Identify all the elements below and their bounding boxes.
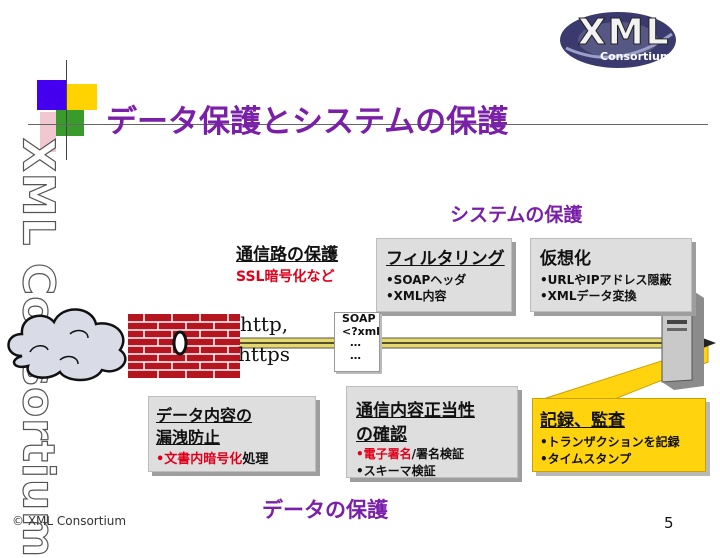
system-protection-label: システムの保護 [450, 204, 583, 226]
decor-square-yellow [67, 84, 97, 110]
leak-heading-line-2: 漏洩防止 [156, 428, 221, 447]
soap-line-2: <?xml [342, 325, 380, 338]
audit-line-1: •トランザクションを記録 [540, 435, 680, 449]
channel-protection-heading: 通信路の保護 [236, 245, 338, 265]
channel-protection-detail: SSL暗号化など [236, 269, 335, 285]
protocol-line-2: https [238, 342, 291, 366]
logo-main-text: XML [578, 12, 671, 54]
soap-line-3: … [350, 336, 361, 349]
decor-square-pink [40, 112, 56, 152]
integrity-line-1-rest: /署名検証 [411, 447, 465, 461]
audit-box [532, 398, 706, 472]
soap-document [334, 312, 380, 372]
decor-vertical-line [66, 60, 67, 160]
cloud-icon [7, 308, 127, 382]
integrity-line-2: •スキーマ検証 [356, 464, 436, 478]
protocol-line-1: http, [240, 312, 289, 336]
filtering-heading: フィルタリング [386, 249, 505, 269]
integrity-line-1: •電子署名/署名検証 [356, 446, 464, 462]
soap-line-4: … [350, 349, 361, 362]
firewall-icon [128, 314, 240, 378]
decor-square-purple [37, 80, 67, 110]
decor-horizontal-line [28, 124, 708, 125]
audit-line-2: •タイムスタンプ [540, 452, 632, 466]
decor-square-green [56, 110, 84, 136]
page-title: データ保護とシステムの保護 [106, 104, 509, 140]
soap-line-1: SOAP [342, 312, 376, 325]
integrity-line-1-red: •電子署名 [356, 447, 412, 461]
leak-prevention-box [148, 396, 316, 472]
integrity-heading-line-1: 通信内容正当性 [356, 401, 475, 421]
leak-detail-rest: 処理 [242, 452, 269, 467]
integrity-heading-line-2: の確認 [356, 425, 407, 445]
filtering-line-1: •SOAPヘッダ [386, 273, 467, 287]
leak-detail: •文書内暗号化処理 [156, 452, 268, 468]
virtualization-box [530, 238, 692, 312]
filtering-line-2: •XML内容 [386, 289, 447, 303]
virtualization-line-2: •XMLデータ変換 [540, 289, 637, 303]
audit-heading: 記録、監査 [540, 411, 625, 431]
virtualization-heading: 仮想化 [540, 249, 591, 269]
data-protection-label: データの保護 [262, 498, 388, 522]
page-number: 5 [664, 514, 674, 532]
virtualization-line-1: •URLやIPアドレス隠蔽 [540, 273, 672, 287]
pipe-front-opening [172, 330, 188, 356]
integrity-box [346, 386, 518, 478]
logo-sub-text: Consortium [600, 50, 672, 63]
xml-consortium-logo [560, 12, 676, 68]
leak-heading-line-1: データ内容の [156, 406, 253, 425]
footer-copyright: © XML Consortium [12, 514, 127, 528]
server-icon [661, 290, 704, 390]
filtering-box [376, 238, 512, 312]
leak-detail-red: •文書内暗号化 [156, 452, 243, 467]
